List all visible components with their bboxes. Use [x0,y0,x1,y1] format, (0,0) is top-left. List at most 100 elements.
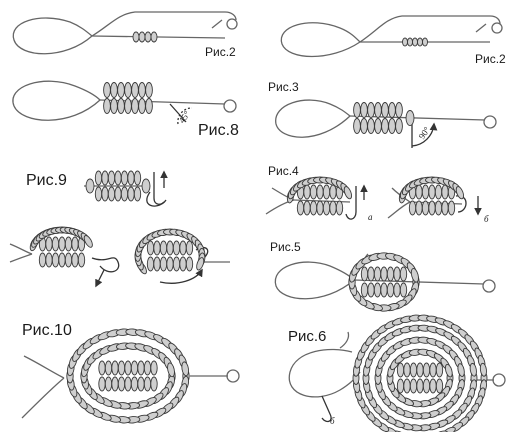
bead [125,361,131,375]
bead [381,283,387,297]
fig2-right-beads [403,38,428,46]
fig8-beads [104,83,153,114]
bead [361,283,367,297]
bead [323,185,329,199]
bead [435,201,441,215]
bead [118,377,124,391]
bead [180,257,186,271]
bead [417,363,423,377]
bead [65,237,71,251]
bead [72,253,78,267]
fig10-label: Рис.10 [22,322,72,340]
bead [173,257,179,271]
bead [121,171,127,185]
bead [146,83,153,98]
bead [368,119,375,134]
bead [151,32,157,42]
bead [139,99,146,114]
bead [361,119,368,134]
bead [125,377,131,391]
bead [304,201,310,215]
bead [108,171,114,185]
bead [105,361,111,375]
bead [102,171,108,185]
fig6-label: Рис.6 [288,328,326,345]
bead [368,267,374,281]
fig2-left-drawing [13,12,237,54]
bead [416,185,422,199]
bead [457,363,466,377]
bead [423,38,428,46]
bead [375,119,382,134]
bead [118,99,125,114]
bead [436,363,442,377]
bead [99,377,105,391]
bead [59,253,65,267]
bead [154,241,160,255]
bead [422,185,428,199]
bead [111,99,118,114]
bead [151,361,157,375]
bead [166,362,175,377]
bead [404,363,410,377]
bead [167,241,173,255]
bead [382,103,389,118]
bead [46,253,52,267]
bead [125,83,132,98]
fig6-beads [353,315,488,432]
wire-ring [227,19,237,29]
bead [480,363,488,377]
bead [374,267,380,281]
bead [134,187,140,201]
bead [410,379,416,393]
bead [361,267,367,281]
fig2-left-beads [133,32,157,42]
bead [423,379,429,393]
bead [455,186,465,200]
bead [112,377,118,391]
bead [154,257,160,271]
bead [186,241,192,255]
bead [160,257,166,271]
bead [134,171,140,185]
bead [416,201,422,215]
bead [336,201,342,215]
fig2-right-drawing [281,16,502,57]
bead [394,267,400,281]
bead [102,187,108,201]
fig6-step-b: б [330,416,335,426]
bead [52,237,58,251]
bead [138,361,144,375]
bead [354,103,361,118]
fig9b-beads [29,226,206,275]
bead [186,257,192,271]
bead [423,363,429,377]
bead [396,103,403,118]
bead [410,363,416,377]
bead [400,283,406,297]
bead [112,361,118,375]
bead [409,201,415,215]
bead [181,361,190,376]
bead [138,377,144,391]
fig10-beads [66,328,189,423]
bead [435,185,441,199]
bead [167,257,173,271]
bead [389,103,396,118]
bead [46,237,52,251]
bead [131,377,137,391]
bead [442,201,448,215]
bead [95,171,101,185]
bead [99,361,105,375]
fig9-label: Рис.9 [26,172,67,190]
bead [39,253,45,267]
fig4-label: Рис.4 [268,164,299,178]
bead [387,283,393,297]
bead [144,377,150,391]
bead [323,201,329,215]
bead [52,253,58,267]
bead [118,83,125,98]
bead [310,201,316,215]
bead [104,99,111,114]
